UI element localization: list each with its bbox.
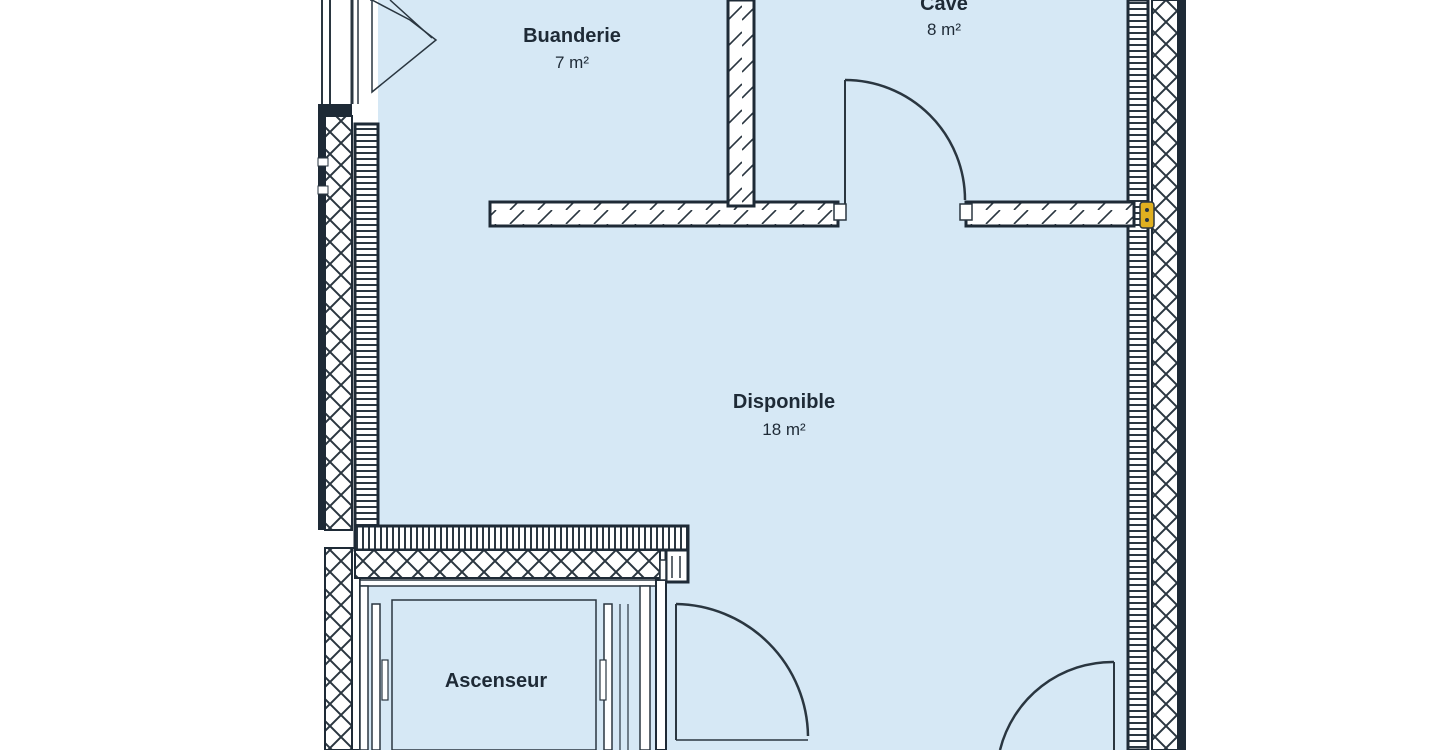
floor-area [360,0,1138,750]
room-area: 7 m² [555,53,589,72]
room-area: 18 m² [762,420,806,439]
room-label-ascenseur: Ascenseur [445,670,547,692]
cave-door [844,78,967,204]
room-label-cave: Cave 8 m² [920,0,968,39]
folding-door [350,0,438,104]
room-name: Cave [920,0,968,15]
room-name: Buanderie [523,25,621,47]
elevator-lobby-door [675,602,810,741]
room-name: Ascenseur [445,670,547,692]
room-label-buanderie: Buanderie 7 m² [523,25,621,72]
bottom-right-door [998,660,1115,750]
room-label-disponible: Disponible 18 m² [733,391,835,439]
interior-partitions [488,0,1136,228]
left-exterior-wall [317,0,380,750]
elevator-car [371,599,629,750]
elevator-shaft-walls [353,524,690,750]
right-exterior-wall [1126,0,1186,750]
room-name: Disponible [733,391,835,413]
room-area: 8 m² [927,20,961,39]
